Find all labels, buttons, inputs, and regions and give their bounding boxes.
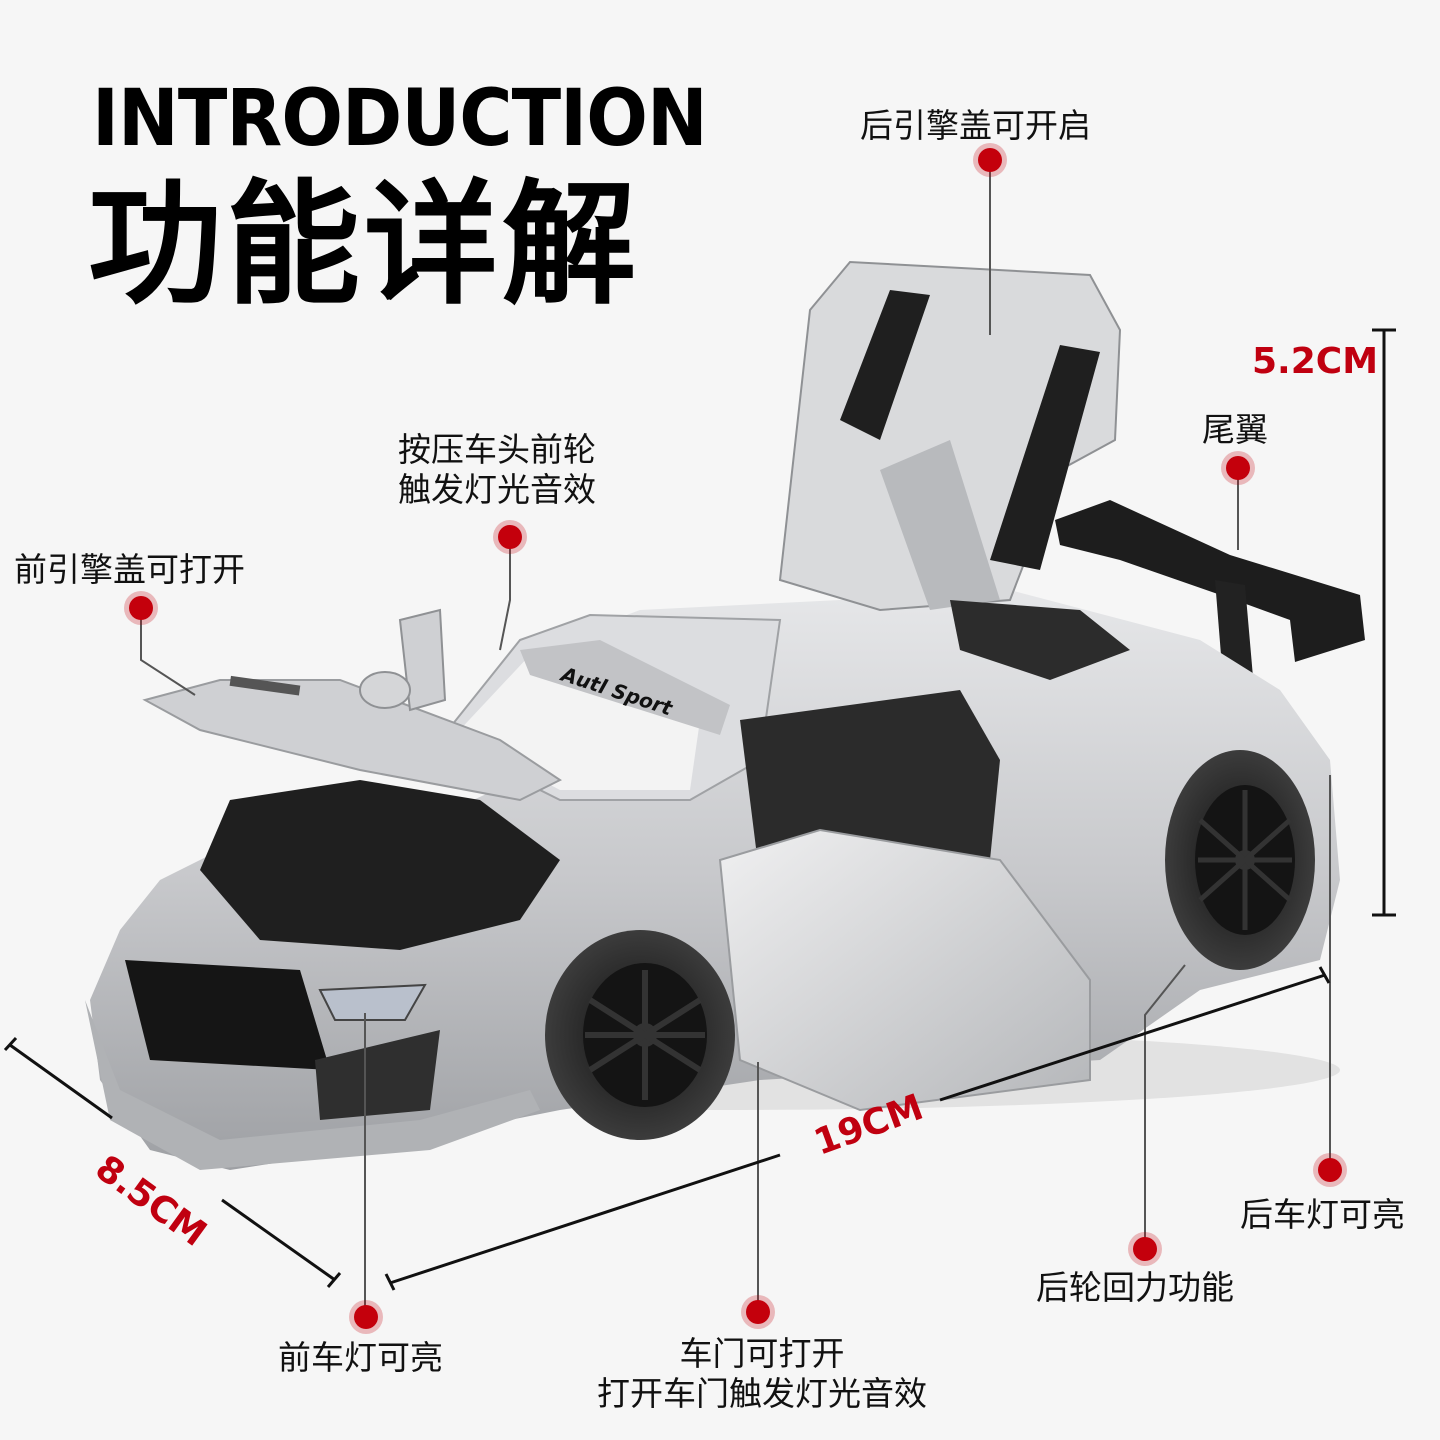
label-front-wheel-press-line1: 按压车头前轮	[398, 430, 596, 469]
headlight-marker-dot	[354, 1305, 378, 1329]
label-door-line2: 打开车门触发灯光音效	[597, 1374, 927, 1413]
spoiler-marker-dot	[1226, 456, 1250, 480]
dimension-height: 5.2CM	[1252, 341, 1379, 382]
dimension-lines	[3, 328, 1396, 1291]
rear-hood-marker-dot	[978, 148, 1002, 172]
title-english: INTRODUCTION	[92, 74, 708, 164]
pullback-marker-dot	[1133, 1237, 1157, 1261]
taillight-marker-dot	[1318, 1158, 1342, 1182]
label-taillights: 后车灯可亮	[1240, 1195, 1405, 1234]
front-wheel-marker-dot	[498, 525, 522, 549]
front-wheel	[545, 930, 735, 1140]
label-front-hood: 前引擎盖可打开	[14, 550, 245, 589]
front-hood-marker-dot	[129, 596, 153, 620]
label-door-line1: 车门可打开	[679, 1334, 845, 1373]
label-rear-hood: 后引擎盖可开启	[860, 106, 1091, 145]
label-pullback: 后轮回力功能	[1036, 1268, 1234, 1307]
label-door: 车门可打开 打开车门触发灯光音效	[578, 1334, 946, 1414]
car-body: Autl Sport	[85, 260, 1340, 1170]
rear-wheel	[1165, 750, 1315, 970]
leader-lines	[140, 160, 1331, 1318]
label-front-wheel-press: 按压车头前轮 触发灯光音效	[398, 430, 596, 510]
door-marker-dot	[746, 1300, 770, 1324]
label-front-wheel-press-line2: 触发灯光音效	[398, 470, 596, 509]
label-headlights: 前车灯可亮	[278, 1338, 443, 1377]
label-spoiler: 尾翼	[1202, 410, 1268, 449]
title-chinese: 功能详解	[88, 167, 641, 323]
